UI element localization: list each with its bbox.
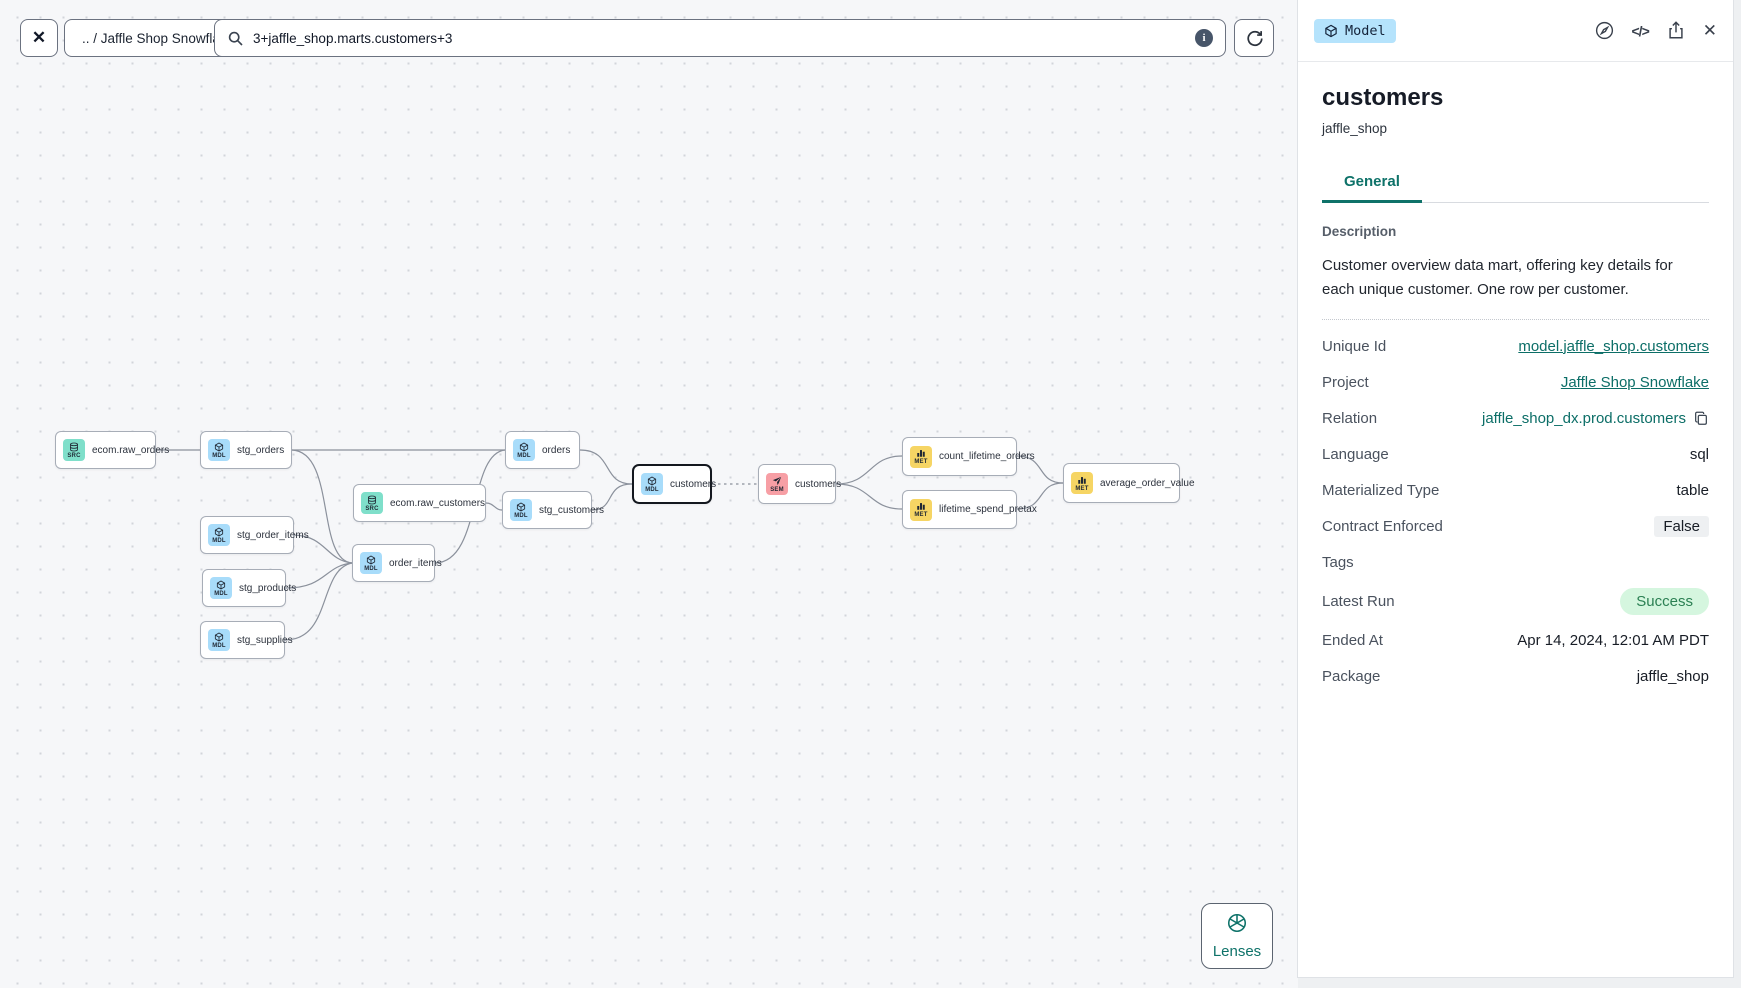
status-badge: Success <box>1620 587 1709 615</box>
lineage-canvas[interactable]: SRC ecom.raw_orders MDL stg_orders SRC e… <box>0 0 1298 988</box>
info-icon[interactable]: i <box>1195 29 1213 47</box>
contract-enforced-badge: False <box>1654 515 1709 537</box>
lenses-label: Lenses <box>1212 943 1262 960</box>
model-details-panel: Model </> ✕ customers jaffle_shop Gener <box>1297 0 1734 978</box>
search-icon <box>227 30 244 47</box>
field-row-ended-at: Ended At Apr 14, 2024, 12:01 AM PDT <box>1322 631 1709 649</box>
field-row-unique-id: Unique Id model.jaffle_shop.customers <box>1322 337 1709 355</box>
refresh-icon <box>1245 29 1264 48</box>
dag-node-order-items[interactable]: MDL order_items <box>352 544 442 582</box>
resource-type-badge: Model <box>1314 18 1396 43</box>
dag-node-ecom-raw-customers[interactable]: SRC ecom.raw_customers <box>353 484 486 522</box>
dag-node-average-order-value[interactable]: MET average_order_value <box>1063 463 1195 503</box>
dag-node-count-lifetime-orders[interactable]: MET count_lifetime_orders <box>902 437 1035 476</box>
lenses-button[interactable]: Lenses <box>1201 903 1273 969</box>
relation-value: jaffle_shop_dx.prod.customers <box>1481 409 1686 427</box>
field-row-project: Project Jaffle Shop Snowflake <box>1322 373 1709 391</box>
description-text: Customer overview data mart, offering ke… <box>1322 257 1673 298</box>
lineage-search-bar: i <box>214 19 1226 57</box>
materialized-type-value: table <box>1676 481 1709 499</box>
ended-at-value: Apr 14, 2024, 12:01 AM PDT <box>1517 631 1709 649</box>
package-subtitle: jaffle_shop <box>1322 121 1388 136</box>
field-row-tags: Tags <box>1322 553 1354 571</box>
panel-title-block: customers jaffle_shop General <box>1298 62 1733 203</box>
panel-content: Description Customer overview data mart,… <box>1298 203 1733 715</box>
model-node-icon: MDL <box>641 473 663 495</box>
language-value: sql <box>1689 445 1709 463</box>
semantic-model-node-icon: SEM <box>766 473 788 495</box>
dag-node-stg-products[interactable]: MDL stg_products <box>202 569 296 607</box>
dag-node-stg-supplies[interactable]: MDL stg_supplies <box>200 621 293 659</box>
model-node-icon: MDL <box>210 577 232 599</box>
lenses-aperture-icon <box>1226 912 1248 938</box>
dag-node-orders[interactable]: MDL orders <box>505 431 580 469</box>
dag-node-stg-order-items[interactable]: MDL stg_order_items <box>200 516 309 554</box>
metric-node-icon: MET <box>910 445 932 468</box>
model-node-icon: MDL <box>360 552 382 574</box>
model-node-icon: MDL <box>208 629 230 651</box>
tab-general[interactable]: General <box>1322 163 1422 203</box>
metric-node-icon: MET <box>1071 472 1093 494</box>
dag-node-stg-orders[interactable]: MDL stg_orders <box>200 431 292 469</box>
view-code-icon[interactable]: </> <box>1631 22 1650 39</box>
refresh-button[interactable] <box>1234 19 1274 57</box>
dag-node-customers-model-selected[interactable]: MDL customers <box>632 464 716 504</box>
cube-icon <box>1324 24 1338 38</box>
panel-header: Model </> ✕ <box>1298 0 1733 62</box>
explore-lineage-icon[interactable] <box>1594 20 1615 41</box>
dag-node-stg-customers[interactable]: MDL stg_customers <box>502 491 604 529</box>
project-link[interactable]: Jaffle Shop Snowflake <box>1560 373 1709 391</box>
close-lineage-button[interactable]: ✕ <box>20 19 58 57</box>
close-icon: ✕ <box>31 28 47 47</box>
metric-node-icon: MET <box>910 498 932 521</box>
page-title: customers <box>1322 84 1444 111</box>
search-input[interactable] <box>253 30 1186 46</box>
field-row-package: Package jaffle_shop <box>1322 667 1709 685</box>
model-node-icon: MDL <box>513 439 535 461</box>
lineage-edges <box>156 449 1064 641</box>
description-label: Description <box>1322 224 1397 239</box>
dag-node-ecom-raw-orders[interactable]: SRC ecom.raw_orders <box>55 431 169 469</box>
field-row-language: Language sql <box>1322 445 1709 463</box>
panel-tabs: General <box>1322 163 1709 203</box>
divider <box>1322 319 1709 320</box>
close-panel-icon[interactable]: ✕ <box>1702 21 1717 40</box>
package-value: jaffle_shop <box>1636 667 1709 685</box>
model-node-icon: MDL <box>510 499 532 521</box>
field-row-contract-enforced: Contract Enforced False <box>1322 508 1709 544</box>
field-row-materialized-type: Materialized Type table <box>1322 481 1709 499</box>
unique-id-link[interactable]: model.jaffle_shop.customers <box>1518 337 1709 355</box>
model-node-icon: MDL <box>208 524 230 546</box>
field-row-latest-run: Latest Run Success <box>1322 580 1709 622</box>
dag-node-customers-semantic-model[interactable]: SEM customers <box>758 464 841 504</box>
share-icon[interactable] <box>1666 20 1686 41</box>
source-node-icon: SRC <box>361 492 383 514</box>
model-node-icon: MDL <box>208 439 230 461</box>
source-node-icon: SRC <box>63 439 85 461</box>
dag-node-lifetime-spend-pretax[interactable]: MET lifetime_spend_pretax <box>902 490 1037 529</box>
field-row-relation: Relation jaffle_shop_dx.prod.customers <box>1322 400 1709 436</box>
copy-icon[interactable] <box>1693 410 1709 426</box>
